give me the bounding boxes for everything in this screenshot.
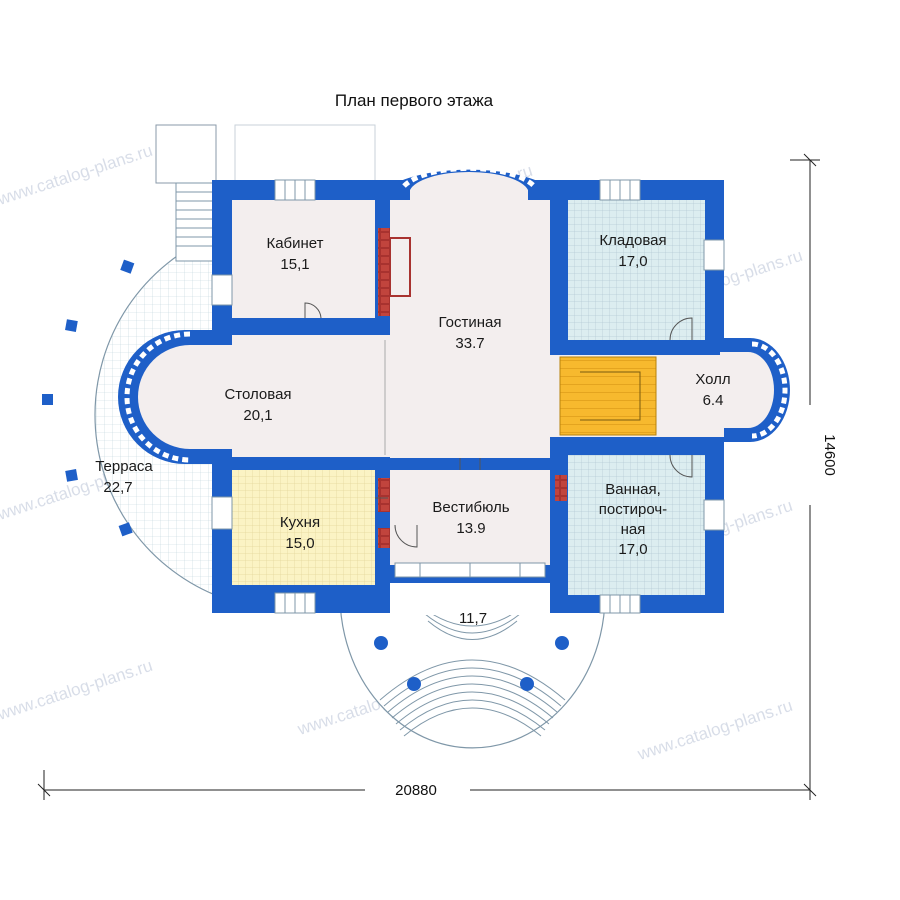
porch-columns	[374, 636, 569, 691]
room-vestibule	[390, 470, 550, 565]
fireplace	[378, 228, 390, 316]
room-bathroom	[568, 455, 705, 595]
room-area: 22,7	[103, 479, 132, 496]
width-dimension: 20880	[395, 782, 437, 799]
room-labels: Кабинет 15,1 Гостиная 33.7 Кладовая 17,0…	[95, 232, 730, 627]
room-cabinet	[232, 200, 375, 318]
chimney-bricks	[378, 478, 390, 512]
chimney-bricks	[555, 475, 567, 501]
room-name: Холл	[695, 371, 730, 388]
staircase	[559, 356, 657, 436]
room-area: 17,0	[618, 253, 647, 270]
doors	[304, 302, 693, 548]
room-area: 6.4	[703, 392, 724, 409]
room-name: Кабинет	[266, 235, 323, 252]
room-area: 13.9	[456, 520, 485, 537]
stair-arrow	[580, 371, 641, 421]
entrance-notch	[390, 583, 550, 615]
room-name: Ванная,	[605, 481, 661, 498]
room-area: 33.7	[455, 335, 484, 352]
side-steps	[175, 182, 215, 262]
living-bay-window	[402, 165, 536, 188]
entrance-porch	[339, 594, 606, 749]
room-area: 11,7	[459, 610, 487, 627]
porch-box	[155, 124, 217, 184]
hall-bay-window	[751, 341, 788, 439]
chimney-bricks	[378, 528, 390, 548]
room-area: 15,0	[285, 535, 314, 552]
hall-bay-floor	[720, 352, 774, 428]
room-name: Терраса	[95, 458, 153, 475]
terrace-columns	[42, 259, 135, 537]
plan-title: План первого этажа	[335, 91, 494, 110]
room-name: постироч-	[599, 501, 667, 518]
living-bay-floor	[410, 171, 528, 200]
watermark: www.catalog-plans.ru	[0, 141, 155, 209]
watermark: www.catalog-plans.ru	[0, 656, 155, 724]
dining-bay-floor	[138, 345, 233, 449]
window-mullions	[284, 180, 631, 613]
room-area: 15,1	[280, 256, 309, 273]
room-living	[390, 200, 550, 458]
room-storage	[568, 200, 705, 340]
room-name: Вестибюль	[432, 499, 509, 516]
room-name: Кладовая	[599, 232, 666, 249]
room-name: ная	[621, 521, 646, 538]
fireplace-hearth	[389, 237, 411, 297]
room-name: Кухня	[280, 514, 320, 531]
porch-outline	[234, 124, 376, 184]
room-kitchen	[232, 470, 375, 585]
room-area: 20,1	[243, 407, 272, 424]
room-dining	[232, 335, 390, 457]
dimension-depth	[790, 153, 820, 790]
room-name: Столовая	[224, 386, 291, 403]
room-name: Гостиная	[439, 314, 502, 331]
room-area: 17,0	[618, 541, 647, 558]
depth-dimension: 14600	[821, 434, 838, 476]
watermark: www.catalog-plans.ru	[634, 696, 794, 764]
